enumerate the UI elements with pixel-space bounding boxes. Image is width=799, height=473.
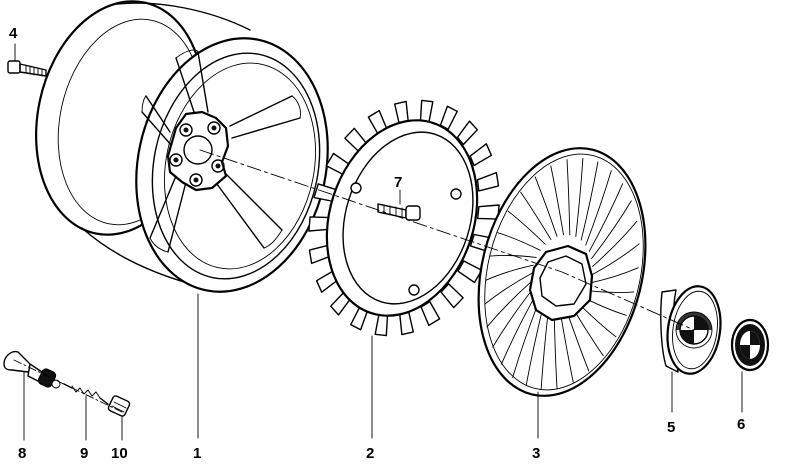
valve-cap[interactable] [107, 395, 131, 417]
ring-fin [457, 260, 483, 284]
hub-cap[interactable] [660, 283, 726, 377]
cover-vane [492, 289, 533, 348]
cover-vane [560, 312, 574, 383]
cover-vane [585, 170, 612, 246]
ring-fin [476, 171, 500, 192]
cover-vane [566, 159, 571, 236]
cover-vane [486, 281, 532, 328]
cover-vane [500, 296, 536, 365]
cover-vane [592, 220, 638, 267]
ring-fin [374, 313, 389, 337]
valve-stem[interactable] [3, 350, 61, 389]
cover-vane [525, 307, 544, 387]
cover-vane [591, 243, 640, 276]
cover-vane [484, 272, 533, 305]
callout-1: 1 [193, 445, 201, 462]
cover-vane [485, 264, 534, 281]
cover-vane [489, 255, 537, 258]
callout-8: 8 [18, 445, 26, 462]
emblem-badge[interactable] [730, 318, 770, 372]
cover-vane [580, 161, 599, 241]
callout-9: 9 [80, 445, 88, 462]
ring-fin [440, 283, 464, 309]
cover-vane [588, 183, 624, 252]
ring-fin [419, 99, 434, 123]
cover-vane [497, 232, 541, 251]
ring-fin [469, 143, 493, 167]
callout-5: 5 [667, 419, 675, 436]
cover-vane [550, 165, 564, 236]
cover-vane [520, 191, 552, 240]
callout-10: 10 [111, 445, 128, 462]
wheel-bolt[interactable] [7, 43, 47, 77]
cover-vane [591, 200, 632, 259]
callout-4: 4 [9, 25, 18, 42]
cover-vane [540, 310, 549, 391]
cover-vane [534, 176, 558, 237]
valve-axis [13, 359, 123, 413]
cover-vane [575, 157, 584, 238]
ring-fin [399, 311, 414, 336]
cover-vane [590, 267, 639, 284]
ring-fin [456, 120, 478, 146]
callout-7: 7 [394, 174, 402, 191]
screw[interactable] [377, 189, 421, 221]
wheel-rim[interactable] [15, 0, 350, 310]
callout-6: 6 [737, 416, 745, 433]
ring-fin [439, 105, 458, 131]
cover-vane [553, 312, 558, 389]
callout-3: 3 [532, 445, 540, 462]
callout-2: 2 [366, 445, 374, 462]
cover-vane [507, 210, 546, 245]
assembly-axis [199, 149, 695, 331]
cover-vane [587, 290, 635, 293]
